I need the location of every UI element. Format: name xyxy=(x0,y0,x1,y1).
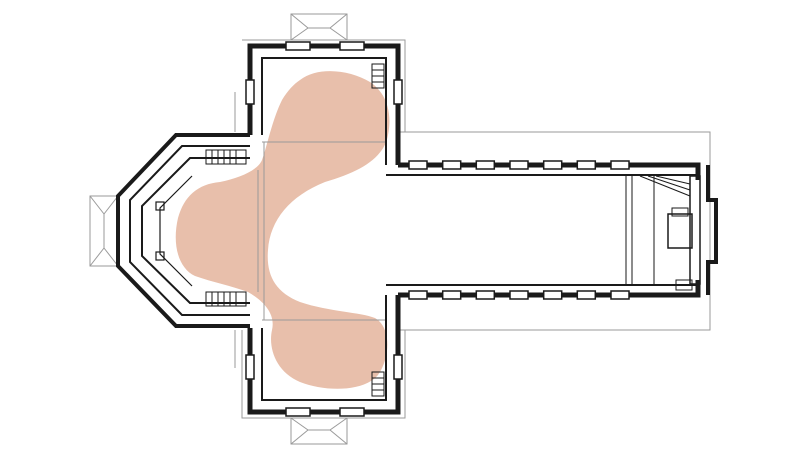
window xyxy=(475,160,496,170)
east-wall xyxy=(706,165,718,295)
window xyxy=(393,79,403,105)
window xyxy=(408,160,428,170)
window xyxy=(509,160,529,170)
rail-post xyxy=(155,251,165,261)
apse-inner-wall xyxy=(129,145,250,316)
nave-hairline xyxy=(400,131,711,331)
window xyxy=(610,160,630,170)
stair-diagonal xyxy=(639,175,691,197)
east-vestibule xyxy=(689,175,701,285)
porch-south xyxy=(290,417,348,445)
window xyxy=(339,407,365,417)
window xyxy=(509,290,529,300)
window xyxy=(576,290,597,300)
window xyxy=(339,41,365,51)
window xyxy=(393,354,403,380)
window xyxy=(441,160,462,170)
east-end xyxy=(625,175,701,291)
stair-north-east xyxy=(371,63,385,89)
apse-outer-wall xyxy=(116,133,250,328)
window xyxy=(285,407,311,417)
window xyxy=(245,354,255,380)
porches xyxy=(89,13,348,445)
window xyxy=(285,41,311,51)
porch-west xyxy=(89,195,119,267)
window xyxy=(245,79,255,105)
nave-windows xyxy=(408,160,630,300)
transept-inner-wall xyxy=(261,57,387,401)
window xyxy=(475,290,496,300)
window xyxy=(542,160,563,170)
stair-south-west xyxy=(205,291,247,307)
transept-windows xyxy=(245,41,403,417)
altar-rail xyxy=(159,175,193,287)
window xyxy=(542,290,563,300)
rail-post xyxy=(155,201,165,211)
window xyxy=(441,290,462,300)
window xyxy=(408,290,428,300)
stair-north-west xyxy=(205,149,247,165)
window xyxy=(610,290,630,300)
stairs xyxy=(205,63,385,397)
stair-south-east xyxy=(371,371,385,397)
stair-east-south xyxy=(675,279,693,291)
window xyxy=(576,160,597,170)
lectern xyxy=(667,213,693,249)
apse-furniture xyxy=(155,175,193,287)
porch-north xyxy=(290,13,348,41)
lectern-top xyxy=(671,207,689,217)
highlight-zone xyxy=(175,71,390,389)
apse-core-wall xyxy=(141,157,250,304)
